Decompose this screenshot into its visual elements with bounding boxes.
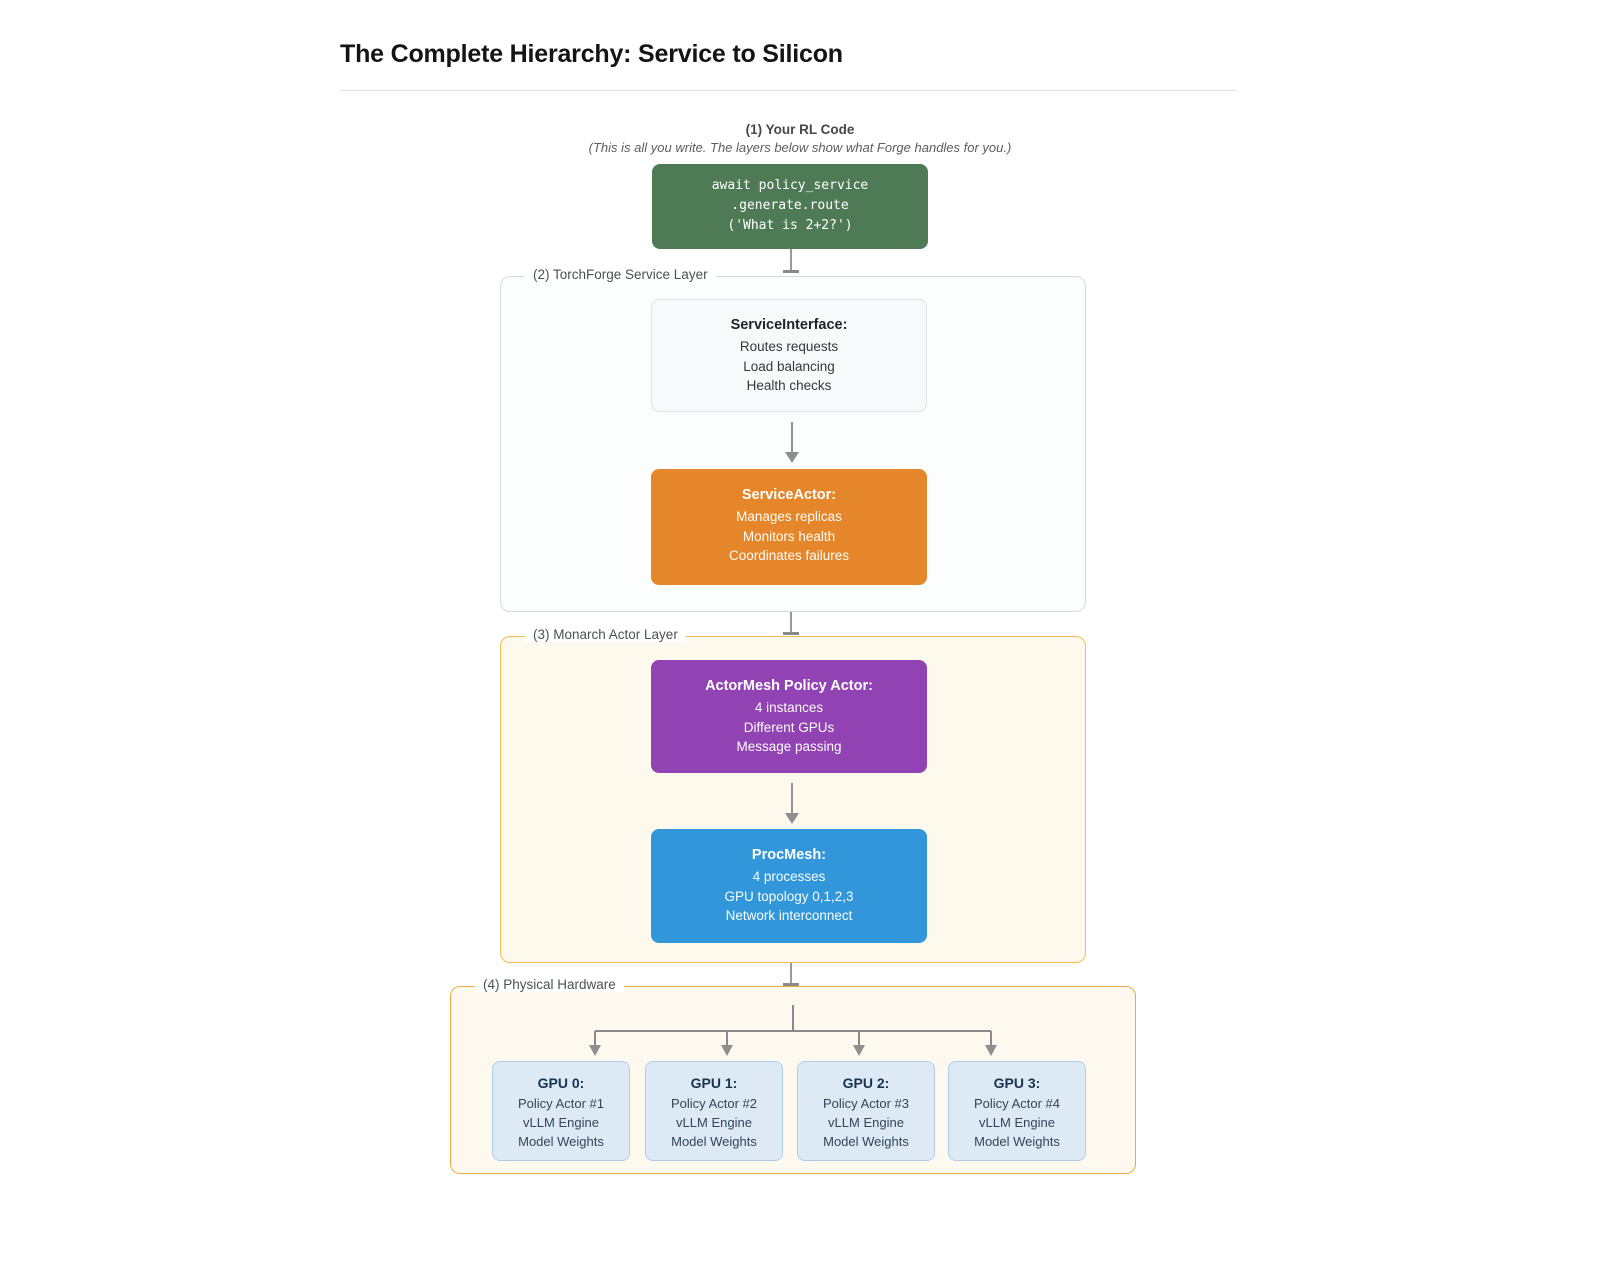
arrow-head [785, 813, 799, 824]
rl-code-note: (This is all you write. The layers below… [588, 140, 1012, 155]
service-interface-line: Load balancing [743, 358, 835, 374]
arrow-line [791, 783, 793, 813]
gpu-3-line: Model Weights [974, 1134, 1060, 1149]
physical-hardware-layer: (4) Physical Hardware GPU 0: Policy Acto… [450, 977, 1136, 1174]
gpu-3-box: GPU 3: Policy Actor #4 vLLM Engine Model… [948, 1061, 1086, 1161]
service-layer-label: (2) TorchForge Service Layer [525, 267, 716, 282]
procmesh-line: Network interconnect [725, 908, 853, 923]
torchforge-service-layer: (2) TorchForge Service Layer ServiceInte… [500, 267, 1086, 612]
connector-line [790, 612, 792, 633]
gpu-2-title: GPU 2: [842, 1075, 890, 1091]
gpu-0-line: vLLM Engine [523, 1115, 599, 1130]
gpu-1-line: Policy Actor #2 [671, 1096, 757, 1111]
gpu-3-line: vLLM Engine [979, 1115, 1055, 1130]
actormesh-box: ActorMesh Policy Actor: 4 instances Diff… [651, 660, 927, 773]
gpu-1-box: GPU 1: Policy Actor #2 vLLM Engine Model… [645, 1061, 783, 1161]
page-title: The Complete Hierarchy: Service to Silic… [340, 40, 843, 68]
service-interface-line: Routes requests [739, 339, 839, 354]
connector-endcap [783, 632, 799, 635]
code-line: await policy_service [711, 178, 869, 193]
service-interface-box: ServiceInterface: Routes requests Load b… [651, 299, 927, 412]
arrow-head [785, 452, 799, 463]
connector-endcap [783, 983, 799, 986]
service-actor-line: Manages replicas [736, 509, 842, 524]
gpu-2-line: vLLM Engine [828, 1115, 904, 1130]
connector-line [790, 249, 792, 271]
gpu-1-line: vLLM Engine [676, 1115, 752, 1130]
title-divider [340, 90, 1237, 91]
procmesh-line: GPU topology 0,1,2,3 [724, 888, 854, 904]
gpu-2-line: Policy Actor #3 [823, 1096, 909, 1111]
procmesh-title: ProcMesh: [751, 847, 827, 863]
monarch-actor-layer: (3) Monarch Actor Layer ActorMesh Policy… [500, 627, 1086, 963]
hardware-layer-label: (4) Physical Hardware [475, 977, 624, 992]
rl-code-label: (1) Your RL Code [745, 122, 855, 137]
gpu-1-line: Model Weights [671, 1134, 757, 1149]
gpu-3-title: GPU 3: [993, 1075, 1041, 1091]
monarch-layer-label: (3) Monarch Actor Layer [525, 627, 686, 642]
actormesh-line: Message passing [736, 739, 842, 754]
gpu-1-title: GPU 1: [690, 1075, 738, 1091]
gpu-0-box: GPU 0: Policy Actor #1 vLLM Engine Model… [492, 1061, 630, 1161]
connector-line [790, 963, 792, 984]
service-interface-title: ServiceInterface: [730, 317, 848, 333]
gpu-3-line: Policy Actor #4 [974, 1096, 1060, 1111]
gpu-0-line: Policy Actor #1 [518, 1096, 604, 1111]
actormesh-line: Different GPUs [743, 719, 835, 735]
gpu-2-line: Model Weights [823, 1134, 909, 1149]
rl-code-box: await policy_service .generate.route ('W… [652, 164, 928, 249]
arrow-line [791, 422, 793, 452]
connector-endcap [783, 270, 799, 273]
service-interface-line: Health checks [746, 378, 832, 393]
actormesh-title: ActorMesh Policy Actor: [705, 678, 873, 694]
gpu-2-box: GPU 2: Policy Actor #3 vLLM Engine Model… [797, 1061, 935, 1161]
gpu-0-title: GPU 0: [537, 1075, 585, 1091]
fanout-connector [589, 1005, 997, 1056]
code-line: .generate.route [731, 198, 849, 213]
service-actor-line: Coordinates failures [728, 548, 850, 563]
service-actor-line: Monitors health [742, 528, 836, 544]
gpu-0-line: Model Weights [518, 1134, 604, 1149]
code-line: ('What is 2+2?') [727, 218, 853, 233]
procmesh-box: ProcMesh: 4 processes GPU topology 0,1,2… [651, 829, 927, 943]
service-actor-box: ServiceActor: Manages replicas Monitors … [651, 469, 927, 585]
procmesh-line: 4 processes [752, 869, 826, 884]
actormesh-line: 4 instances [754, 700, 824, 715]
service-actor-title: ServiceActor: [741, 487, 837, 503]
